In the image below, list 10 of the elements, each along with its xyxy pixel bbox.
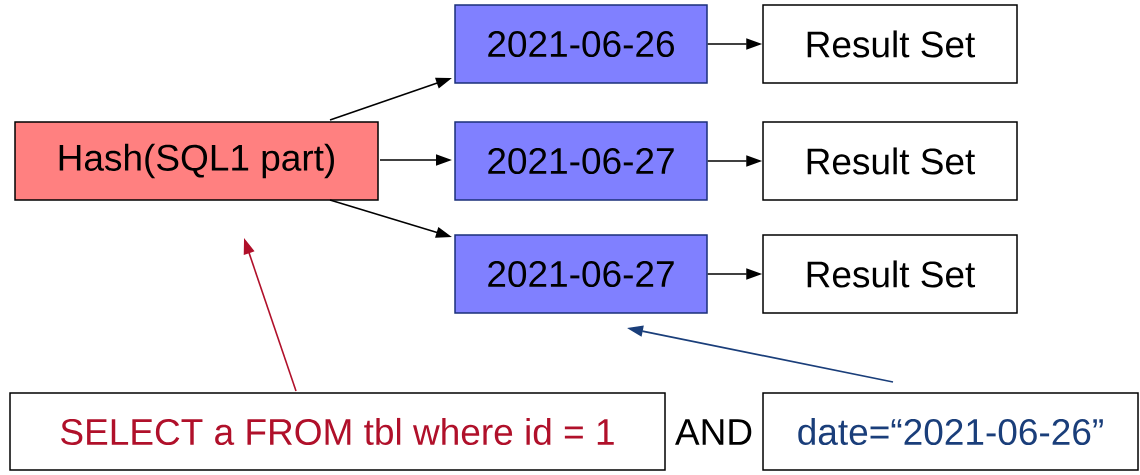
query-box: SELECT a FROM tbl where id = 1 <box>9 392 666 471</box>
partition-box: 2021-06-27 <box>454 234 708 314</box>
partition-box: 2021-06-26 <box>454 4 708 84</box>
partition-box: 2021-06-27 <box>454 121 708 201</box>
result-box: Result Set <box>762 234 1018 314</box>
result-box: Result Set <box>762 4 1018 84</box>
query-box: date=“2021-06-26” <box>762 392 1139 471</box>
result-box: Result Set <box>762 121 1018 201</box>
hash-box: Hash(SQL1 part) <box>14 121 379 201</box>
conjunction-text: AND <box>675 419 752 445</box>
